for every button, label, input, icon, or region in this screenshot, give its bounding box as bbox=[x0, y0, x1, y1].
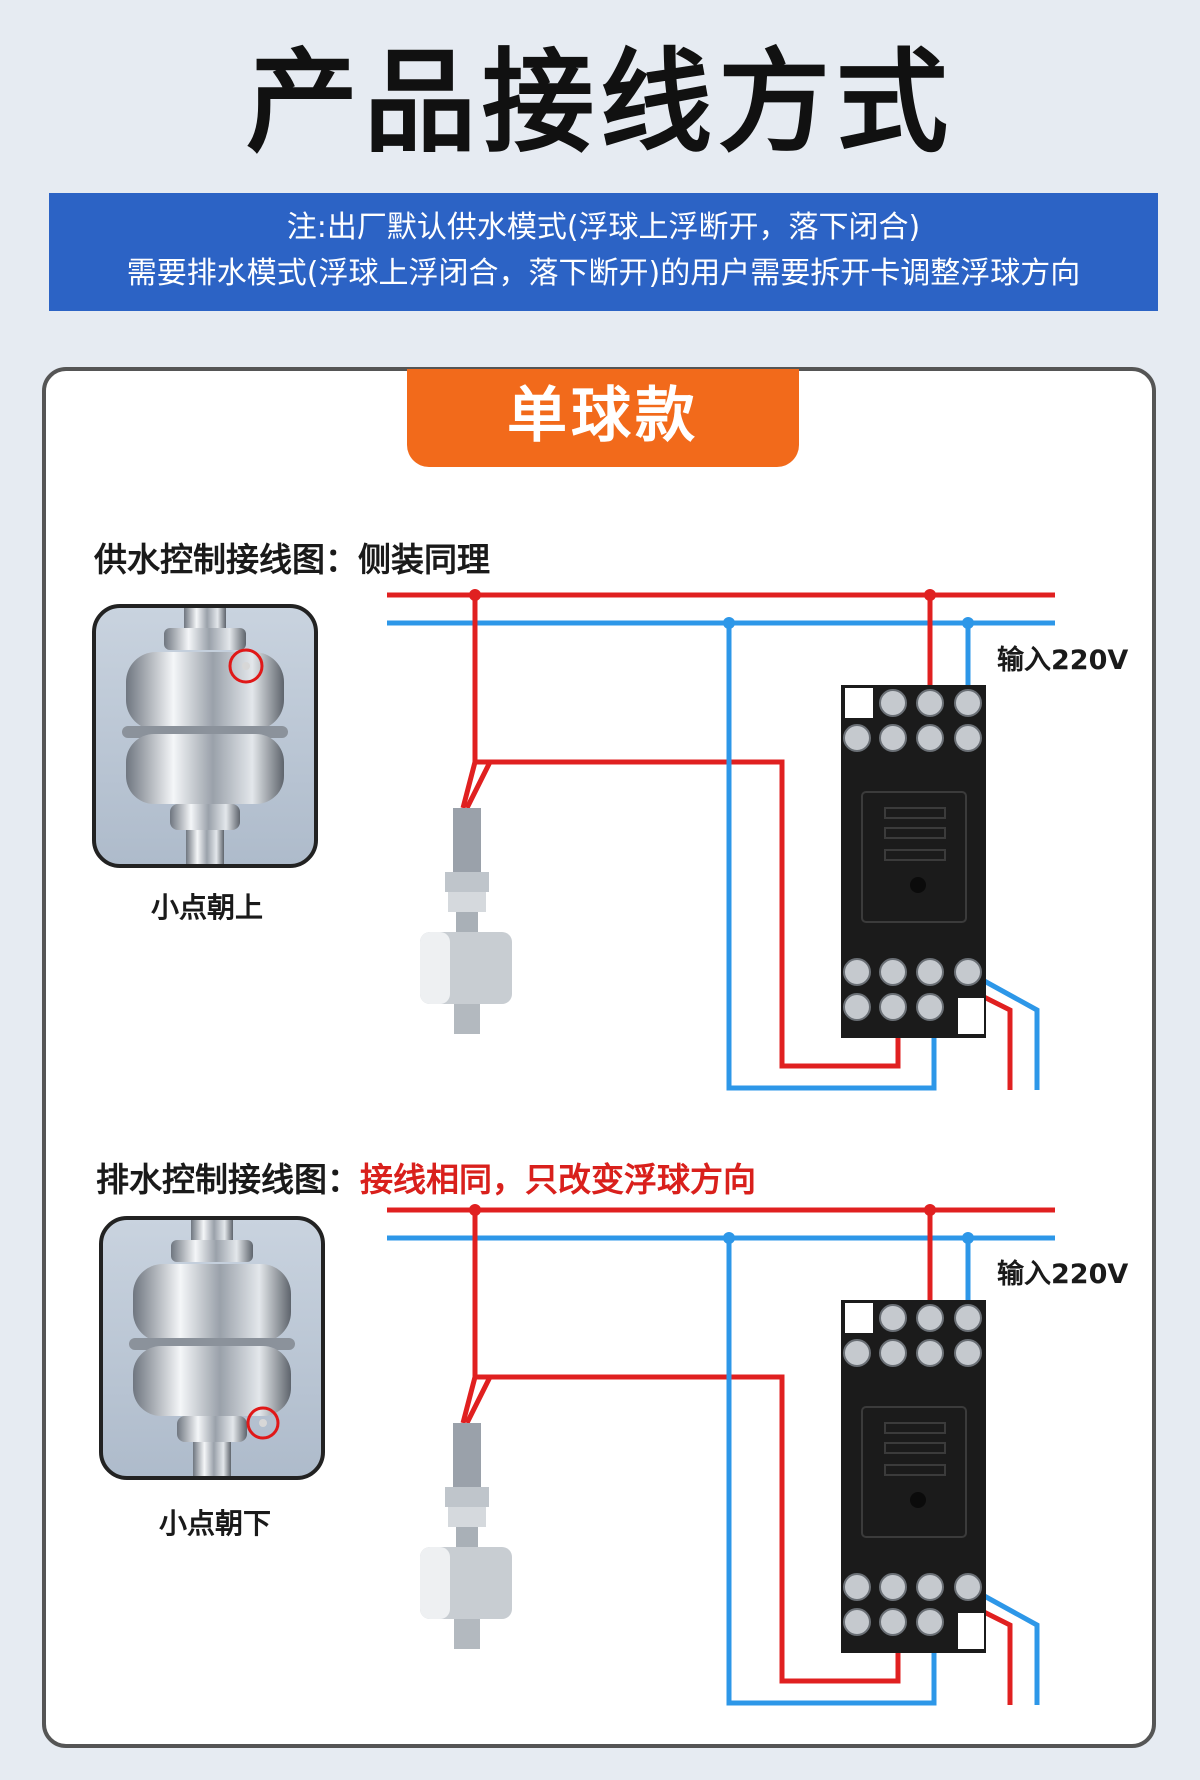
float-switch-icon bbox=[420, 1423, 512, 1649]
relay-socket-icon bbox=[841, 1300, 986, 1653]
note-banner: 注:出厂默认供水模式(浮球上浮断开，落下闭合) 需要排水模式(浮球上浮闭合，落下… bbox=[49, 193, 1158, 311]
float-switch-icon bbox=[420, 808, 512, 1034]
supply-section-label: 供水控制接线图：侧装同理 bbox=[94, 540, 490, 579]
drain-label-prefix: 排水控制接线图： bbox=[96, 1160, 360, 1199]
float-ball-icon bbox=[129, 1220, 295, 1476]
float-ball-icon bbox=[122, 608, 288, 864]
drain-photo-caption: 小点朝下 bbox=[158, 1507, 271, 1540]
relay-socket-icon bbox=[841, 685, 986, 1038]
product-tab: 单球款 bbox=[407, 369, 799, 467]
drain-label-highlight: 接线相同，只改变浮球方向 bbox=[360, 1160, 756, 1199]
float-ball-photo-up bbox=[92, 604, 318, 868]
note-line-2: 需要排水模式(浮球上浮闭合，落下断开)的用户需要拆开卡调整浮球方向 bbox=[126, 256, 1081, 291]
supply-photo-caption: 小点朝上 bbox=[150, 891, 263, 924]
drain-wiring-diagram bbox=[387, 1204, 1055, 1706]
drain-input-label: 输入220V bbox=[997, 1259, 1129, 1290]
supply-wiring-diagram bbox=[387, 589, 1055, 1091]
page-title: 产品接线方式 bbox=[246, 38, 954, 168]
supply-input-label: 输入220V bbox=[997, 645, 1129, 676]
note-line-1: 注:出厂默认供水模式(浮球上浮断开，落下闭合) bbox=[286, 210, 921, 245]
float-ball-photo-down bbox=[99, 1216, 325, 1480]
drain-section-label: 排水控制接线图：接线相同，只改变浮球方向 bbox=[96, 1153, 756, 1201]
